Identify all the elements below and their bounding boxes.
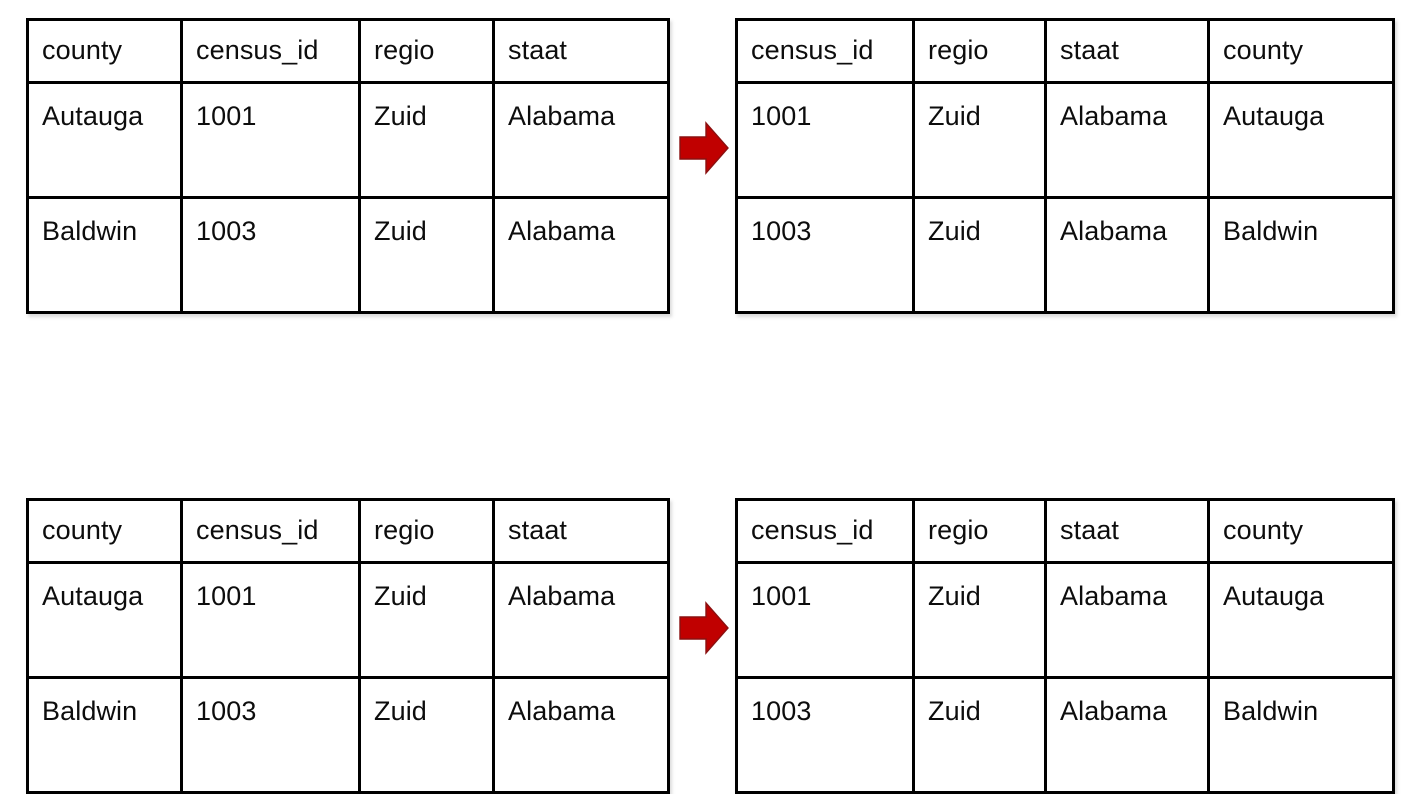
table-cell: Zuid (358, 81, 495, 199)
table-cell: Autauga (1207, 81, 1395, 199)
table-cell: Alabama (492, 676, 670, 794)
table-row: 1003 Zuid Alabama Baldwin (735, 676, 1395, 794)
column-header: staat (492, 18, 670, 84)
column-header: census_id (180, 18, 361, 84)
table-row: Autauga 1001 Zuid Alabama (26, 81, 670, 199)
column-header: regio (912, 18, 1047, 84)
table-cell: Zuid (912, 676, 1047, 794)
table-cell: Autauga (26, 81, 183, 199)
table-cell: Alabama (492, 196, 670, 314)
table-cell: Alabama (1044, 561, 1210, 679)
column-header: county (1207, 18, 1395, 84)
table-cell: Zuid (358, 676, 495, 794)
table-cell: 1001 (180, 561, 361, 679)
table-row: Autauga 1001 Zuid Alabama (26, 561, 670, 679)
table-cell: Alabama (1044, 676, 1210, 794)
table-cell: Zuid (912, 561, 1047, 679)
source-table: county census_id regio staat Autauga 100… (26, 18, 670, 314)
table-cell: Alabama (492, 81, 670, 199)
column-header: staat (1044, 18, 1210, 84)
table-cell: Baldwin (1207, 196, 1395, 314)
table-cell: Baldwin (26, 676, 183, 794)
column-header: regio (912, 498, 1047, 564)
table-cell: 1001 (180, 81, 361, 199)
column-header: county (26, 498, 183, 564)
column-header: census_id (735, 18, 915, 84)
table-cell: Alabama (1044, 81, 1210, 199)
table-cell: Zuid (358, 196, 495, 314)
table-row: 1001 Zuid Alabama Autauga (735, 81, 1395, 199)
column-header: county (1207, 498, 1395, 564)
column-header: census_id (180, 498, 361, 564)
table-cell: Alabama (1044, 196, 1210, 314)
column-header: census_id (735, 498, 915, 564)
table-cell: Autauga (1207, 561, 1395, 679)
column-header: staat (1044, 498, 1210, 564)
table-header-row: census_id regio staat county (735, 498, 1395, 564)
column-header: regio (358, 18, 495, 84)
table-cell: Alabama (492, 561, 670, 679)
table-row: Baldwin 1003 Zuid Alabama (26, 676, 670, 794)
table-cell: 1003 (180, 196, 361, 314)
table-cell: Autauga (26, 561, 183, 679)
table-cell: Baldwin (1207, 676, 1395, 794)
table-cell: 1001 (735, 561, 915, 679)
table-header-row: census_id regio staat county (735, 18, 1395, 84)
arrow-right-block-icon (678, 601, 730, 655)
table-cell: 1003 (180, 676, 361, 794)
table-cell: 1003 (735, 196, 915, 314)
arrow-right-block-icon (678, 121, 730, 175)
table-cell: 1001 (735, 81, 915, 199)
diagram-canvas: county census_id regio staat Autauga 100… (26, 18, 1395, 794)
table-header-row: county census_id regio staat (26, 498, 670, 564)
column-header: county (26, 18, 183, 84)
column-header: staat (492, 498, 670, 564)
table-header-row: county census_id regio staat (26, 18, 670, 84)
column-header: regio (358, 498, 495, 564)
table-row: Baldwin 1003 Zuid Alabama (26, 196, 670, 314)
table-cell: Zuid (358, 561, 495, 679)
table-cell: Baldwin (26, 196, 183, 314)
table-cell: Zuid (912, 81, 1047, 199)
result-table: census_id regio staat county 1001 Zuid A… (735, 18, 1395, 314)
table-row: 1001 Zuid Alabama Autauga (735, 561, 1395, 679)
table-cell: 1003 (735, 676, 915, 794)
source-table: county census_id regio staat Autauga 100… (26, 498, 670, 794)
table-cell: Zuid (912, 196, 1047, 314)
table-row: 1003 Zuid Alabama Baldwin (735, 196, 1395, 314)
result-table: census_id regio staat county 1001 Zuid A… (735, 498, 1395, 794)
